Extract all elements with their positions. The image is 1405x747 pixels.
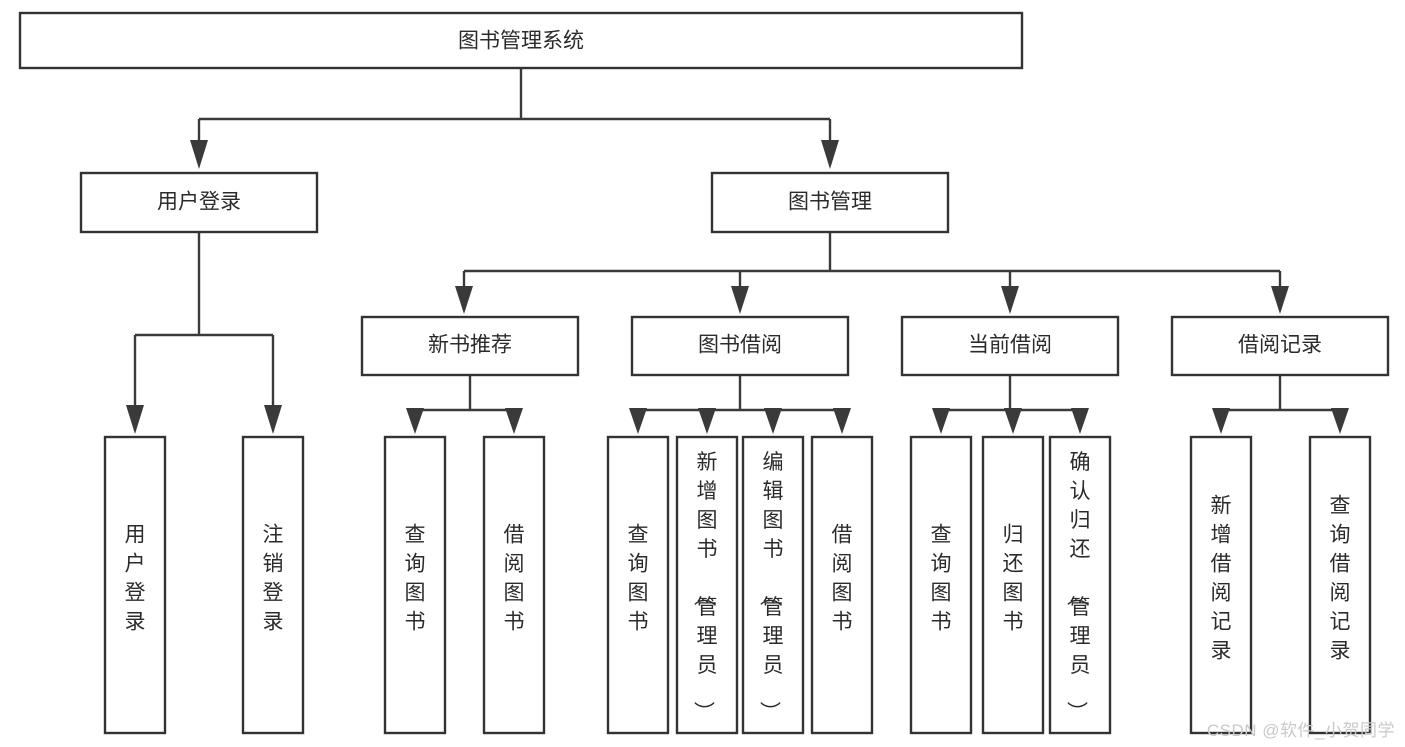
arrow-head-leaf-user-login: [126, 405, 144, 434]
leaf-user-login-label: 用户登录: [125, 524, 146, 634]
leaf-borrow-book-borrow-label: 借阅图书: [832, 524, 853, 634]
leaf-confirm-return-admin-box[interactable]: [1048, 435, 1112, 735]
node-user-login[interactable]: 用户登录: [79, 171, 319, 234]
node-new-book-recommend[interactable]: 新书推荐: [360, 315, 580, 377]
node-borrow-record[interactable]: 借阅记录: [1170, 315, 1390, 377]
leaf-confirm-return-admin-label: 确认归还（管理员）: [1065, 451, 1091, 722]
node-borrow-record-box[interactable]: [1170, 315, 1390, 377]
node-root-label: 图书管理系统: [458, 30, 584, 53]
arrow-head-borrow-record: [1271, 286, 1289, 314]
leaf-query-book-borrow-box[interactable]: [606, 435, 670, 735]
leaf-query-book-recommend-box[interactable]: [383, 435, 447, 735]
arrow-head-leaf-query-record: [1331, 408, 1349, 434]
arrow-head-book-borrow: [731, 286, 749, 314]
leaf-group-user-login: 用户登录 注销登录: [103, 435, 305, 735]
arrow-head-leaf-query-book-current: [932, 408, 950, 434]
leaf-query-borrow-record-box[interactable]: [1308, 435, 1372, 735]
node-user-login-label: 用户登录: [157, 191, 241, 214]
leaf-query-book-borrow-label: 查询图书: [628, 524, 649, 634]
node-current-borrow-label: 当前借阅: [968, 334, 1052, 357]
arrow-head-leaf-borrow-book-borrow: [833, 408, 851, 434]
arrow-head-leaf-add-record: [1212, 408, 1230, 434]
leaf-edit-book-admin-label: 编辑图书（管理员）: [758, 451, 784, 722]
arrow-head-leaf-return-book: [1004, 408, 1022, 434]
leaf-add-book-admin-label: 新增图书（管理员）: [692, 451, 718, 722]
node-book-manage[interactable]: 图书管理: [710, 171, 950, 234]
connector-group-current-borrow: [932, 375, 1089, 434]
leaf-add-borrow-record-label: 新增借阅记录: [1211, 495, 1232, 663]
arrow-head-leaf-query-book-recommend: [406, 408, 424, 434]
arrow-head-book-manage: [821, 140, 839, 169]
node-root-box[interactable]: [18, 11, 1024, 70]
leaf-edit-book-admin-box[interactable]: [741, 435, 805, 735]
node-new-book-recommend-box[interactable]: [360, 315, 580, 377]
leaf-query-book-current-label: 查询图书: [931, 524, 952, 634]
leaf-group-current-borrow: 查询图书 归还图书 确认归还（管理员）: [909, 435, 1112, 735]
connector-group-book-manage: [455, 232, 1289, 314]
node-book-manage-box[interactable]: [710, 171, 950, 234]
arrow-head-leaf-query-book-borrow: [629, 408, 647, 434]
connector-group-book-borrow: [629, 375, 851, 434]
arrow-head-current-borrow: [1001, 286, 1019, 314]
leaf-add-borrow-record-box[interactable]: [1189, 435, 1253, 735]
leaf-group-borrow-record: 新增借阅记录 查询借阅记录: [1189, 435, 1372, 735]
leaf-borrow-book-borrow-box[interactable]: [810, 435, 874, 735]
arrow-head-user-login: [190, 140, 208, 169]
leaf-return-book-label: 归还图书: [1003, 524, 1024, 634]
connector-group-user-login: [126, 232, 282, 434]
node-book-manage-label: 图书管理: [788, 191, 872, 214]
leaf-add-book-admin-box[interactable]: [675, 435, 739, 735]
leaf-borrow-book-recommend-box[interactable]: [482, 435, 546, 735]
leaf-return-book-box[interactable]: [981, 435, 1045, 735]
arrow-head-leaf-borrow-book-recommend: [505, 408, 523, 434]
node-borrow-record-label: 借阅记录: [1238, 334, 1322, 357]
leaf-query-book-current-box[interactable]: [909, 435, 973, 735]
node-book-borrow[interactable]: 图书借阅: [630, 315, 850, 377]
node-user-login-box[interactable]: [79, 171, 319, 234]
node-current-borrow-box[interactable]: [900, 315, 1120, 377]
leaf-query-borrow-record-label: 查询借阅记录: [1330, 495, 1351, 663]
connector-group-new-book-recommend: [406, 375, 523, 434]
node-book-borrow-label: 图书借阅: [698, 334, 782, 357]
node-new-book-recommend-label: 新书推荐: [428, 334, 512, 357]
leaf-logout-login-box[interactable]: [241, 435, 305, 735]
arrow-head-leaf-edit-book: [764, 408, 782, 434]
leaf-query-book-recommend-label: 查询图书: [405, 524, 426, 634]
node-current-borrow[interactable]: 当前借阅: [900, 315, 1120, 377]
leaf-logout-login-label: 注销登录: [263, 524, 284, 634]
node-book-borrow-box[interactable]: [630, 315, 850, 377]
connector-group-borrow-record: [1212, 375, 1349, 434]
arrow-head-new-book-recommend: [455, 286, 473, 314]
leaf-group-new-book-recommend: 查询图书 借阅图书: [383, 435, 546, 735]
node-root[interactable]: 图书管理系统: [18, 11, 1024, 70]
connector-group-root: [190, 68, 839, 169]
arrow-head-leaf-logout: [264, 405, 282, 434]
leaf-user-login-box[interactable]: [103, 435, 167, 735]
arrow-head-leaf-add-book: [698, 408, 716, 434]
arrow-head-leaf-confirm-return: [1071, 408, 1089, 434]
leaf-borrow-book-recommend-label: 借阅图书: [504, 524, 525, 634]
leaf-group-book-borrow: 查询图书 新增图书（管理员） 编辑图书（管理员） 借阅图书: [606, 435, 874, 735]
